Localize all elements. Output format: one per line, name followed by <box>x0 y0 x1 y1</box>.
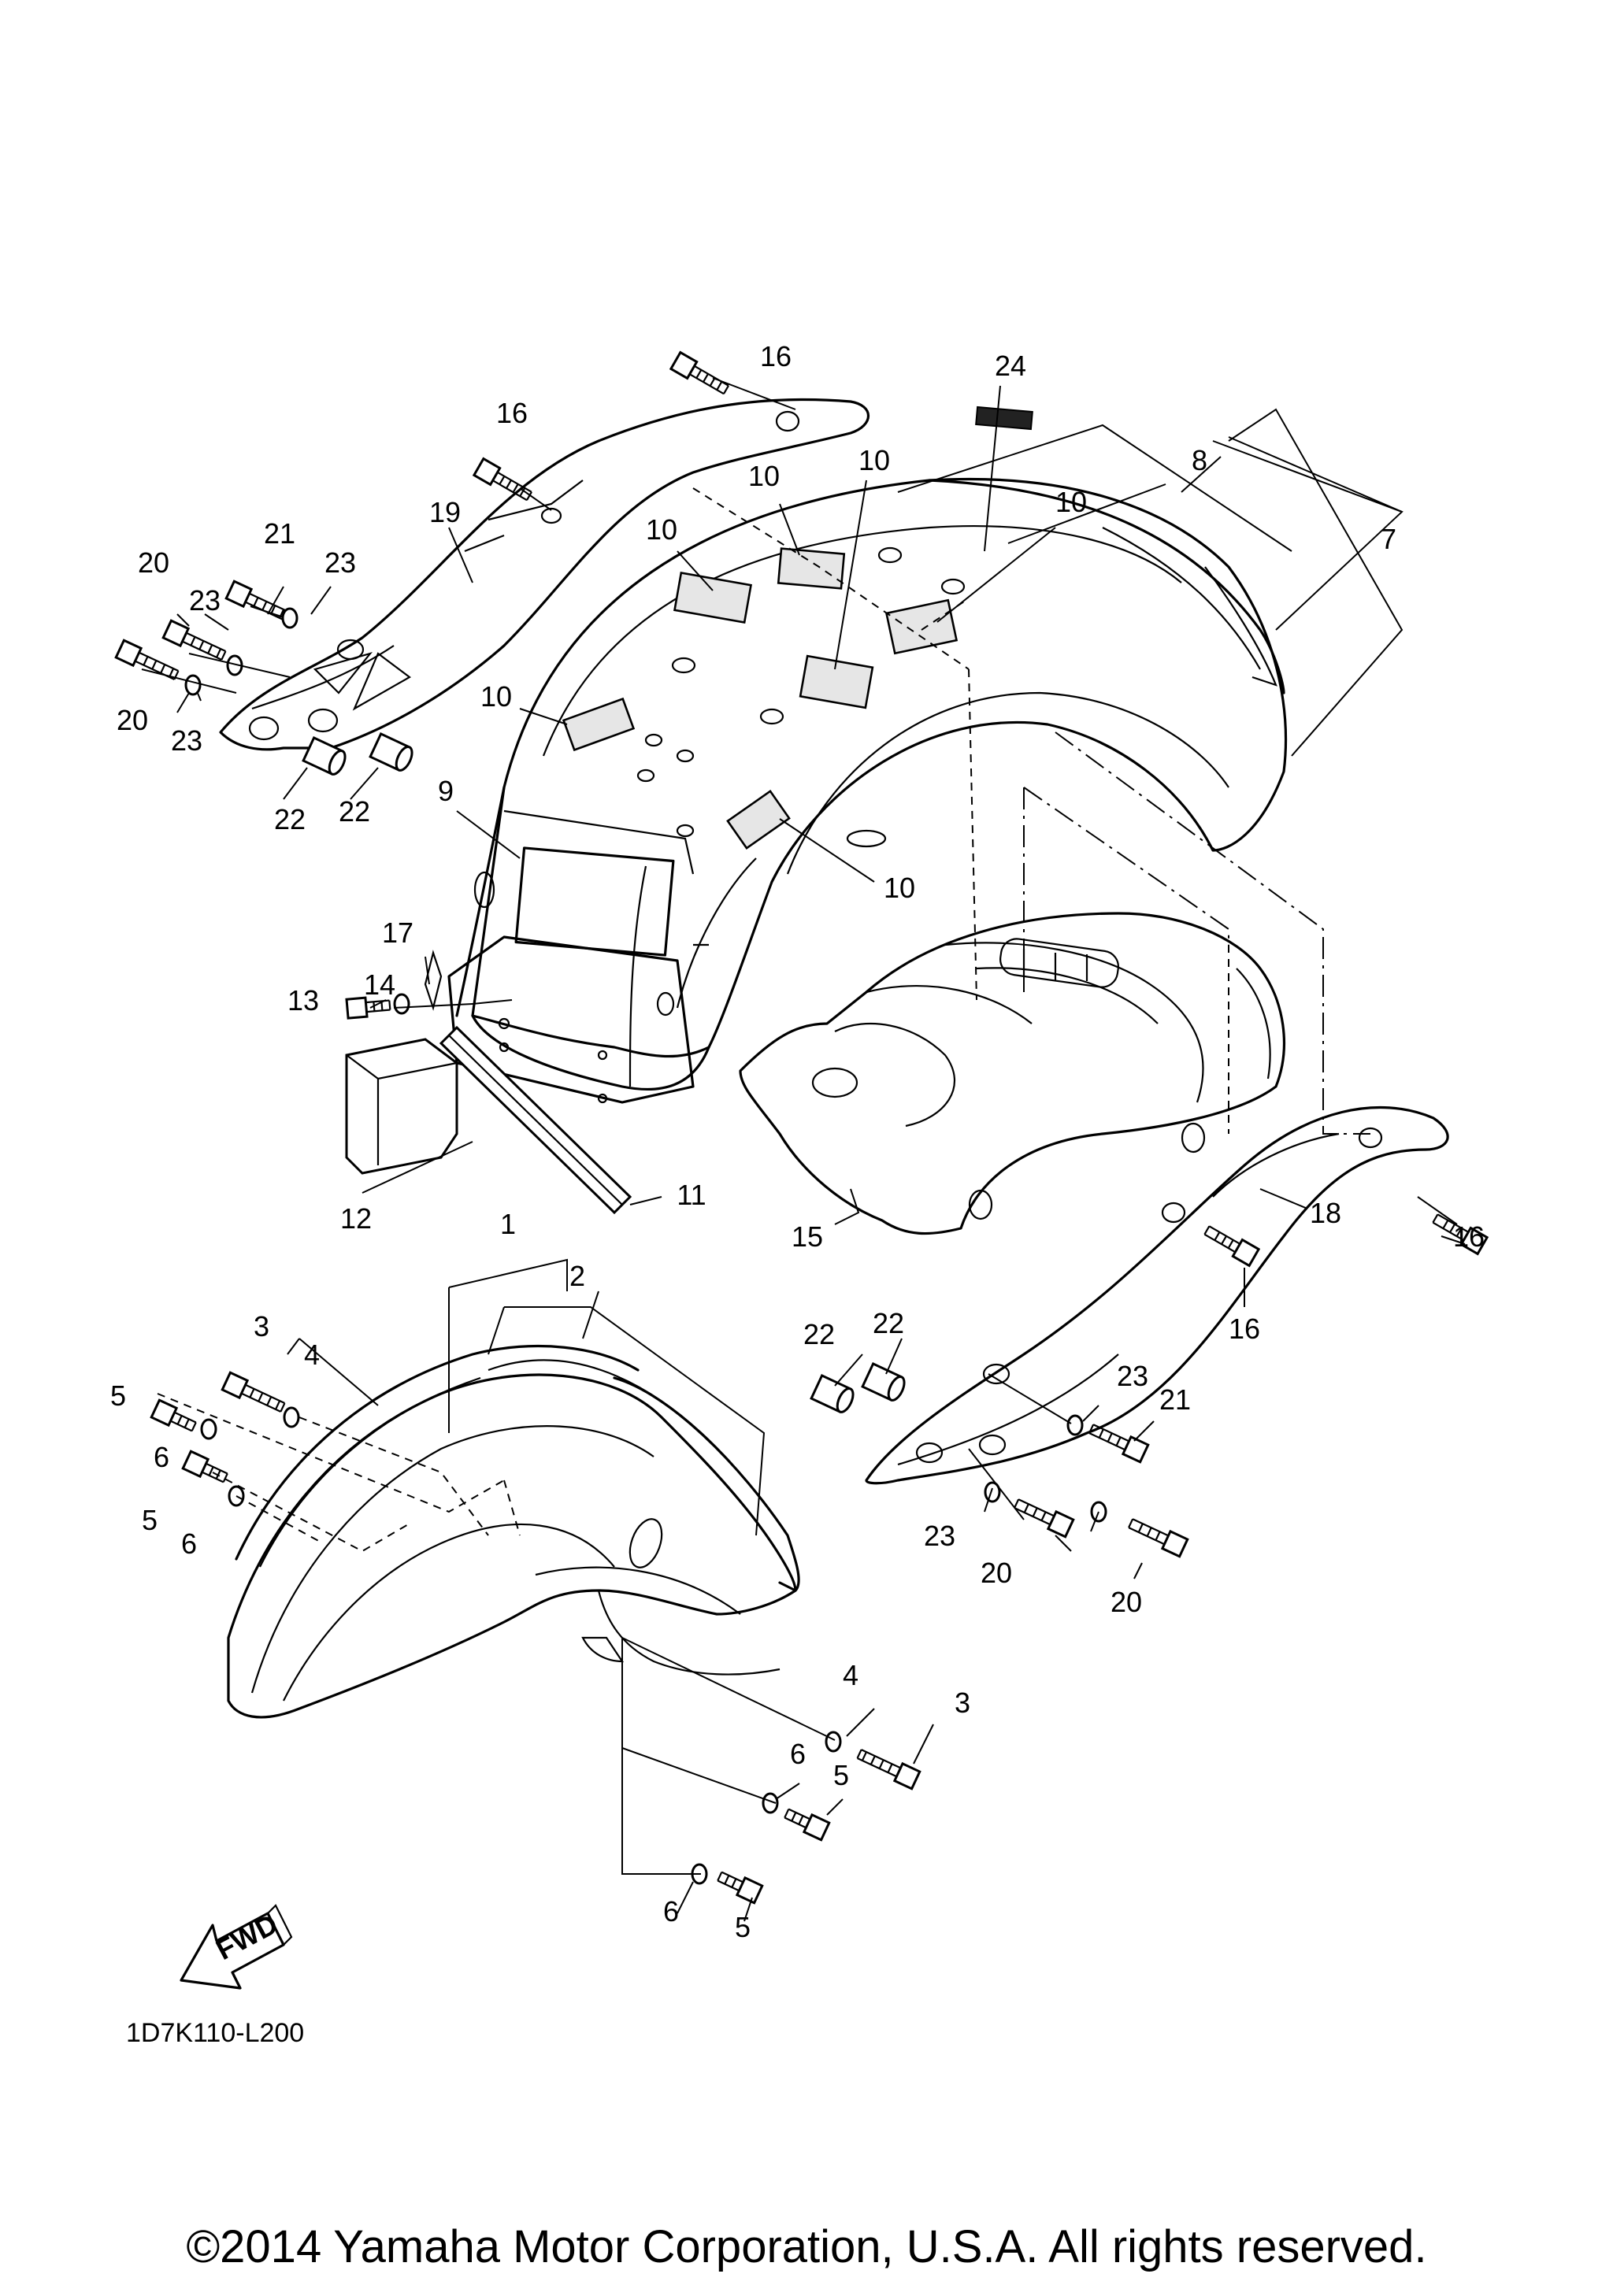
callout-22: 22 <box>274 803 306 835</box>
callout-3: 3 <box>955 1687 970 1719</box>
callout-16: 16 <box>496 397 528 429</box>
callout-15: 15 <box>792 1220 823 1253</box>
callout-20: 20 <box>1111 1586 1142 1618</box>
callout-22: 22 <box>803 1318 835 1350</box>
callout-10: 10 <box>884 872 915 904</box>
callout-5: 5 <box>735 1911 751 1943</box>
callout-5: 5 <box>142 1504 158 1536</box>
callout-23: 23 <box>924 1520 955 1552</box>
callout-21: 21 <box>1159 1383 1191 1416</box>
front-fender-stripes <box>235 1345 800 1592</box>
callout-23: 23 <box>324 546 356 579</box>
callout-10: 10 <box>646 513 677 546</box>
callout-20: 20 <box>981 1557 1012 1589</box>
tail-light-block <box>345 1038 458 1175</box>
callout-6: 6 <box>154 1441 169 1473</box>
callout-20: 20 <box>117 704 148 736</box>
callout-9: 9 <box>438 775 454 807</box>
copyright-notice: ©2014 Yamaha Motor Corporation, U.S.A. A… <box>186 2221 1427 2272</box>
callout-7: 7 <box>1381 523 1396 555</box>
callout-22: 22 <box>873 1307 904 1339</box>
callout-19: 19 <box>429 496 461 528</box>
callout-18: 18 <box>1310 1197 1341 1229</box>
cable-strip <box>439 1025 632 1215</box>
callout-6: 6 <box>663 1895 679 1928</box>
callout-3: 3 <box>254 1310 269 1342</box>
front-fender <box>227 1373 797 1719</box>
callout-12: 12 <box>340 1202 372 1235</box>
callout-17: 17 <box>382 917 413 949</box>
callout-20: 20 <box>138 546 169 579</box>
fwd-arrow-icon: FWD <box>180 1904 293 1990</box>
callout-6: 6 <box>790 1738 806 1770</box>
hidden-lines <box>157 487 1370 1553</box>
callout-23: 23 <box>189 584 221 617</box>
callout-4: 4 <box>843 1659 858 1691</box>
callout-10: 10 <box>1055 486 1087 518</box>
callout-11: 11 <box>677 1179 706 1211</box>
callout-1: 1 <box>500 1208 516 1240</box>
label-24 <box>975 406 1033 431</box>
callout-6: 6 <box>181 1528 197 1560</box>
callout-24: 24 <box>995 350 1026 382</box>
rear-inner-fender <box>739 912 1285 1235</box>
rear-fender <box>447 477 1288 1104</box>
callout-10: 10 <box>748 460 780 492</box>
rear-fender-rail-left <box>219 398 870 751</box>
callout-14: 14 <box>364 968 395 1001</box>
callout-21: 21 <box>264 517 295 550</box>
callout-23: 23 <box>1117 1360 1148 1392</box>
diagram-code: 1D7K110-L200 <box>126 2018 305 2048</box>
callout-8: 8 <box>1192 444 1207 476</box>
rear-fender-rail-right <box>865 1105 1449 1485</box>
rear-fender-stripes <box>928 479 1285 694</box>
callout-5: 5 <box>833 1759 849 1791</box>
callout-5: 5 <box>110 1379 126 1412</box>
callout-23: 23 <box>171 724 202 757</box>
callout-10: 10 <box>858 444 890 476</box>
clip-17 <box>424 950 443 1011</box>
callout-16: 16 <box>760 340 792 372</box>
leader-lines <box>141 377 1466 1922</box>
callout-4: 4 <box>304 1339 320 1371</box>
callout-labels: 1 2 3 3 4 4 5 5 5 5 6 6 6 6 7 8 9 10 10 … <box>110 340 1485 1943</box>
callout-16: 16 <box>1453 1220 1485 1253</box>
callout-13: 13 <box>287 984 319 1017</box>
callout-2: 2 <box>569 1260 585 1292</box>
fwd-label: FWD <box>211 1907 284 1966</box>
callout-10: 10 <box>480 680 512 713</box>
callout-16: 16 <box>1229 1313 1260 1345</box>
callout-22: 22 <box>339 795 370 828</box>
